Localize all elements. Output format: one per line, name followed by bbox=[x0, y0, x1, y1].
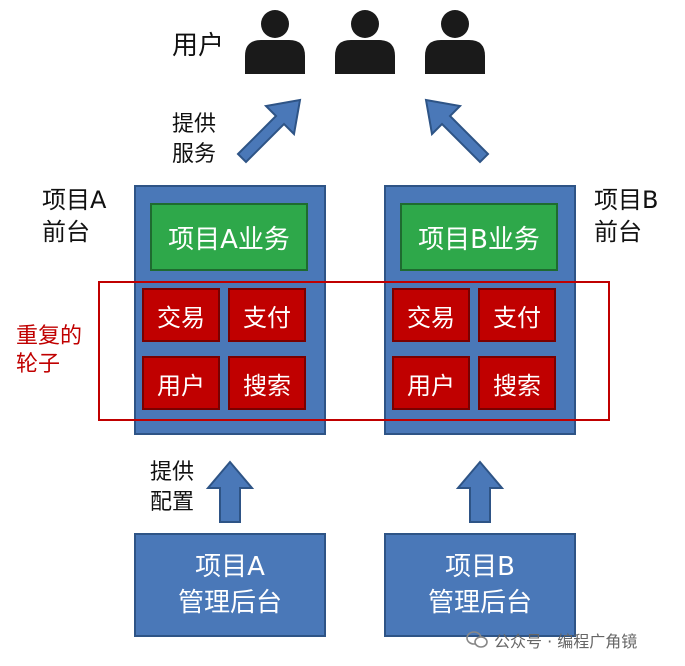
frontend-b-label-line1: 项目B bbox=[594, 186, 659, 214]
backend-a-line1: 项目A bbox=[195, 552, 265, 582]
frontend-b-label: 项目B 前台 bbox=[594, 184, 658, 248]
backend-b-box: 项目B 管理后台 bbox=[384, 533, 576, 637]
provide-service-line2: 服务 bbox=[172, 142, 217, 167]
arrow-up-icon bbox=[455, 460, 505, 523]
frontend-b-label-line2: 前台 bbox=[594, 218, 642, 246]
watermark-text: 公众号 · 编程广角镜 bbox=[494, 632, 638, 651]
user-icon bbox=[335, 10, 395, 74]
module-b-user: 用户 bbox=[392, 356, 470, 410]
provide-config-line1: 提供 bbox=[150, 460, 195, 485]
module-b-payment: 支付 bbox=[478, 288, 556, 342]
duplicate-wheels-line1: 重复的 bbox=[16, 324, 83, 349]
frontend-a-label-line2: 前台 bbox=[42, 218, 90, 246]
module-b-search: 搜索 bbox=[478, 356, 556, 410]
module-a-user: 用户 bbox=[142, 356, 220, 410]
arrow-up-right-icon bbox=[236, 98, 302, 164]
user-icon bbox=[425, 10, 485, 74]
users-icon-group bbox=[245, 10, 485, 74]
backend-b-line2: 管理后台 bbox=[427, 588, 532, 618]
module-a-payment: 支付 bbox=[228, 288, 306, 342]
module-a-search: 搜索 bbox=[228, 356, 306, 410]
provide-config-label: 提供 配置 bbox=[150, 458, 194, 518]
duplicate-wheels-label: 重复的 轮子 bbox=[16, 323, 82, 379]
backend-a-line2: 管理后台 bbox=[177, 588, 282, 618]
backend-b-line1: 项目B bbox=[445, 552, 515, 582]
frontend-a-label-line1: 项目A bbox=[42, 186, 107, 214]
module-a-trade: 交易 bbox=[142, 288, 220, 342]
frontend-a-business: 项目A业务 bbox=[150, 203, 308, 271]
arrow-up-icon bbox=[205, 460, 255, 523]
module-b-trade: 交易 bbox=[392, 288, 470, 342]
provide-service-line1: 提供 bbox=[172, 112, 217, 137]
provide-service-label: 提供 服务 bbox=[172, 110, 216, 170]
duplicate-wheels-frame bbox=[98, 281, 610, 421]
provide-config-line2: 配置 bbox=[150, 490, 195, 515]
arrow-up-left-icon bbox=[424, 98, 490, 164]
users-label: 用户 bbox=[172, 31, 225, 61]
frontend-b-business: 项目B业务 bbox=[400, 203, 558, 271]
duplicate-wheels-line2: 轮子 bbox=[16, 352, 61, 377]
frontend-a-label: 项目A 前台 bbox=[42, 184, 106, 248]
backend-a-box: 项目A 管理后台 bbox=[134, 533, 326, 637]
wechat-icon bbox=[466, 631, 488, 648]
watermark: 公众号 · 编程广角镜 bbox=[466, 628, 637, 652]
user-icon bbox=[245, 10, 305, 74]
